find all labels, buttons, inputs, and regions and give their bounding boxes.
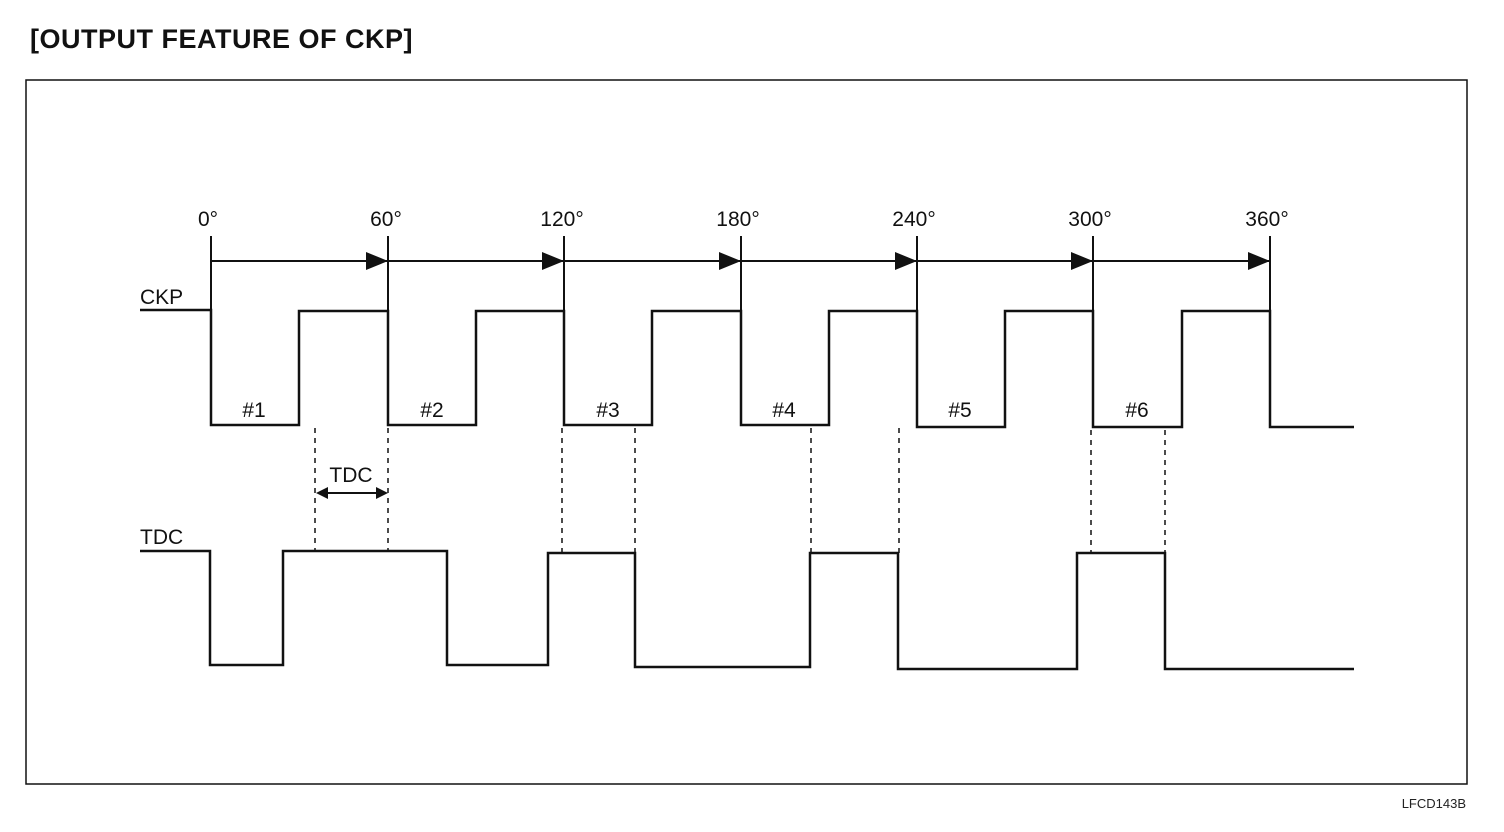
cylinder-label-2: #2 — [420, 399, 443, 422]
cylinder-label-5: #5 — [948, 399, 971, 422]
cylinder-label-3: #3 — [596, 399, 619, 422]
angle-label-180: 180° — [716, 208, 759, 231]
arrowhead-icon — [1071, 252, 1093, 270]
angle-label-360: 360° — [1245, 208, 1288, 231]
cylinder-labels: #1 #2 #3 #4 #5 #6 — [242, 399, 1148, 422]
tdc-interval-marker: TDC — [316, 464, 388, 499]
cylinder-label-6: #6 — [1125, 399, 1148, 422]
angle-labels: 0° 60° 120° 180° 240° 300° 360° — [198, 208, 1289, 231]
tdc-waveform — [140, 549, 1354, 671]
ckp-waveform — [140, 308, 1354, 429]
angle-label-300: 300° — [1068, 208, 1111, 231]
tdc-interval-label: TDC — [329, 464, 372, 487]
angle-label-60: 60° — [370, 208, 402, 231]
alignment-lines — [314, 428, 1166, 553]
angle-label-0: 0° — [198, 208, 218, 231]
ckp-signal-label: CKP — [140, 286, 183, 309]
angle-label-120: 120° — [540, 208, 583, 231]
rotation-axis — [211, 252, 1270, 270]
arrowhead-right-icon — [376, 487, 388, 499]
arrowhead-icon — [895, 252, 917, 270]
arrowhead-icon — [1248, 252, 1270, 270]
cylinder-label-1: #1 — [242, 399, 265, 422]
diagram-frame — [25, 79, 1468, 785]
cylinder-label-4: #4 — [772, 399, 796, 422]
arrowhead-left-icon — [316, 487, 328, 499]
arrowhead-icon — [366, 252, 388, 270]
tdc-signal-label: TDC — [140, 526, 183, 549]
page-title: [OUTPUT FEATURE OF CKP] — [30, 24, 413, 54]
arrowhead-icon — [719, 252, 741, 270]
arrowhead-icon — [542, 252, 564, 270]
angle-label-240: 240° — [892, 208, 935, 231]
figure-code: LFCD143B — [1401, 796, 1466, 811]
